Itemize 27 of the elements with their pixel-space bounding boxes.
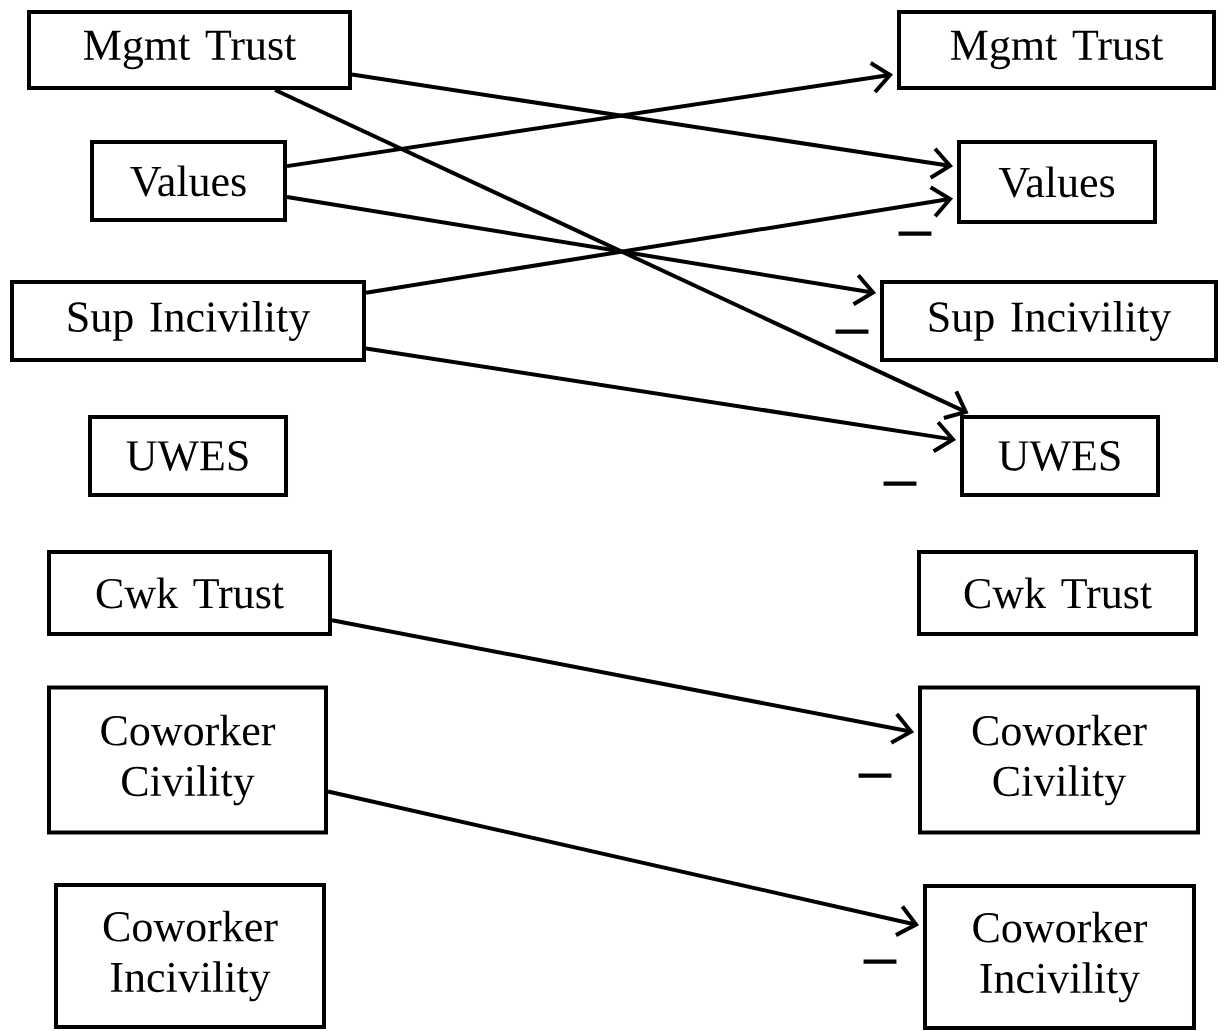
edge-label: – <box>863 959 897 964</box>
variable-box: Sup Incivility <box>880 280 1218 362</box>
edge-label: – <box>883 481 917 486</box>
arrow <box>365 185 954 295</box>
variable-box: Mgmt Trust <box>897 10 1216 90</box>
arrow <box>351 72 954 180</box>
variable-box: Values <box>90 140 287 222</box>
arrow <box>331 618 915 745</box>
variable-box: Coworker Civility <box>918 685 1200 835</box>
variable-box: Coworker Civility <box>47 685 328 835</box>
variable-box: Cwk Trust <box>47 550 332 636</box>
edge-label: – <box>835 329 869 334</box>
variable-box: Mgmt Trust <box>27 10 352 90</box>
edge-label: – <box>898 231 932 236</box>
variable-box: UWES <box>88 415 288 497</box>
edge-label: – <box>858 773 892 778</box>
variable-box: Cwk Trust <box>917 550 1198 636</box>
variable-box: Values <box>957 140 1157 224</box>
arrow <box>327 789 920 937</box>
arrow <box>286 195 877 306</box>
arrow <box>286 61 894 169</box>
arrow <box>274 88 969 420</box>
arrow <box>365 346 957 453</box>
variable-box: Sup Incivility <box>10 280 366 362</box>
variable-box: Coworker Incivility <box>54 883 326 1029</box>
variable-box: UWES <box>960 415 1160 497</box>
variable-box: Coworker Incivility <box>923 884 1196 1030</box>
